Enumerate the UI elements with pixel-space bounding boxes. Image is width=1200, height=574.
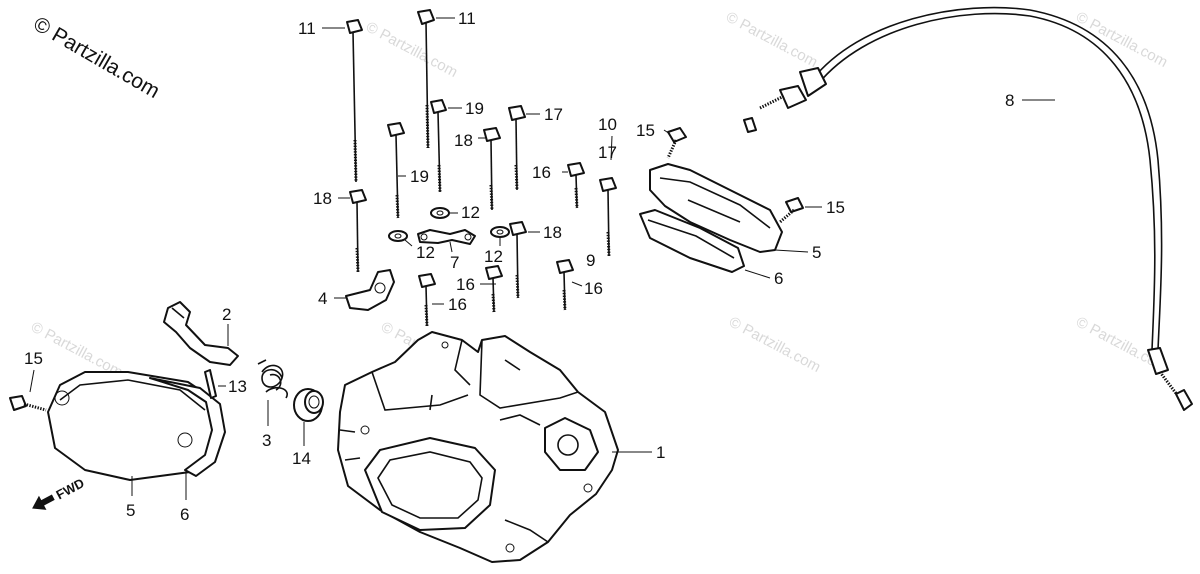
callout-17-upper: 17 xyxy=(544,105,563,124)
callout-16-lower-center: 16 xyxy=(456,275,475,294)
bolt-18-left-part xyxy=(349,189,367,273)
bolt-16-lower-center-part xyxy=(485,265,503,313)
pin-13-part xyxy=(204,369,217,399)
callout-9: 9 xyxy=(586,251,595,270)
callout-19-upper: 19 xyxy=(465,99,484,118)
bolt-17-right-part xyxy=(599,177,617,257)
bolt-11-center-part xyxy=(417,9,435,149)
callout-4: 4 xyxy=(318,289,327,308)
callout-2: 2 xyxy=(222,305,231,324)
rocker-arm-part xyxy=(163,301,239,366)
left-bolt-15-part xyxy=(9,395,47,412)
callout-15-top: 15 xyxy=(636,121,655,140)
left-valve-cover-part xyxy=(47,371,226,481)
watermarks: © Partzilla.com © Partzilla.com © Partzi… xyxy=(28,9,1170,381)
watermark-6: © Partzilla.com xyxy=(726,314,823,376)
watermark-1: © Partzilla.com xyxy=(363,19,460,81)
callout-18-right: 18 xyxy=(543,223,562,242)
callout-15-left: 15 xyxy=(24,349,43,368)
bolt-15-top-part xyxy=(666,127,687,159)
cylinder-head-part xyxy=(337,331,619,563)
bolt-18-center-part xyxy=(483,127,501,211)
callout-18-left: 18 xyxy=(313,189,332,208)
callout-5-left: 5 xyxy=(126,501,135,520)
callout-6-left: 6 xyxy=(180,505,189,524)
callout-18-center: 18 xyxy=(454,131,473,150)
fwd-label: FWD xyxy=(54,475,87,502)
callout-13: 13 xyxy=(228,377,247,396)
callout-15-right: 15 xyxy=(826,198,845,217)
callout-3: 3 xyxy=(262,431,271,450)
callout-5-right: 5 xyxy=(812,243,821,262)
callout-14: 14 xyxy=(292,449,311,468)
bracket-4-part xyxy=(345,269,395,311)
bolt-17-upper-part xyxy=(508,105,526,191)
washer-12-left-part xyxy=(388,230,408,242)
bolt-18-right-part xyxy=(509,221,527,299)
callout-19-left: 19 xyxy=(410,167,429,186)
callout-8: 8 xyxy=(1005,91,1014,110)
callout-12-left: 12 xyxy=(416,243,435,262)
callout-16-lower-left: 16 xyxy=(448,295,467,314)
callout-12-upper: 12 xyxy=(461,203,480,222)
bolt-11-left-part xyxy=(346,19,363,183)
fwd-arrow-icon: FWD xyxy=(32,475,87,510)
oil-seal-14-part xyxy=(293,388,324,422)
bolt-19-left-part xyxy=(387,122,405,219)
watermark-2: © Partzilla.com xyxy=(723,9,820,71)
callout-1: 1 xyxy=(656,443,665,462)
cable-8-part xyxy=(743,6,1193,411)
bolt-16-right-part xyxy=(567,162,585,209)
callout-11-left: 11 xyxy=(298,19,316,38)
bolt-19-upper-part xyxy=(430,99,447,193)
callout-11-center: 11 xyxy=(458,9,476,28)
washer-12-upper-part xyxy=(430,207,450,219)
callout-16-right: 16 xyxy=(532,163,551,182)
right-gasket-6-part xyxy=(639,209,745,273)
bracket-7-part xyxy=(417,229,476,245)
callout-6-right: 6 xyxy=(774,269,783,288)
callout-10: 10 xyxy=(598,115,617,134)
callout-17-right: 17 xyxy=(598,143,617,162)
spring-3-part xyxy=(257,359,288,399)
callout-12-right: 12 xyxy=(484,247,503,266)
bolt-9-part xyxy=(556,259,574,311)
copyright-text: © Partzilla.com xyxy=(30,12,164,103)
washer-12-right-part xyxy=(490,226,510,238)
callout-labels: 11 11 19 17 18 19 18 12 12 12 7 18 16 10… xyxy=(24,9,1014,524)
callout-16-c: 16 xyxy=(584,279,603,298)
bolt-15-right-part xyxy=(779,197,804,224)
leader-lines xyxy=(29,17,1055,500)
callout-7: 7 xyxy=(450,253,459,272)
bolt-16-lower-left-part xyxy=(418,273,436,327)
